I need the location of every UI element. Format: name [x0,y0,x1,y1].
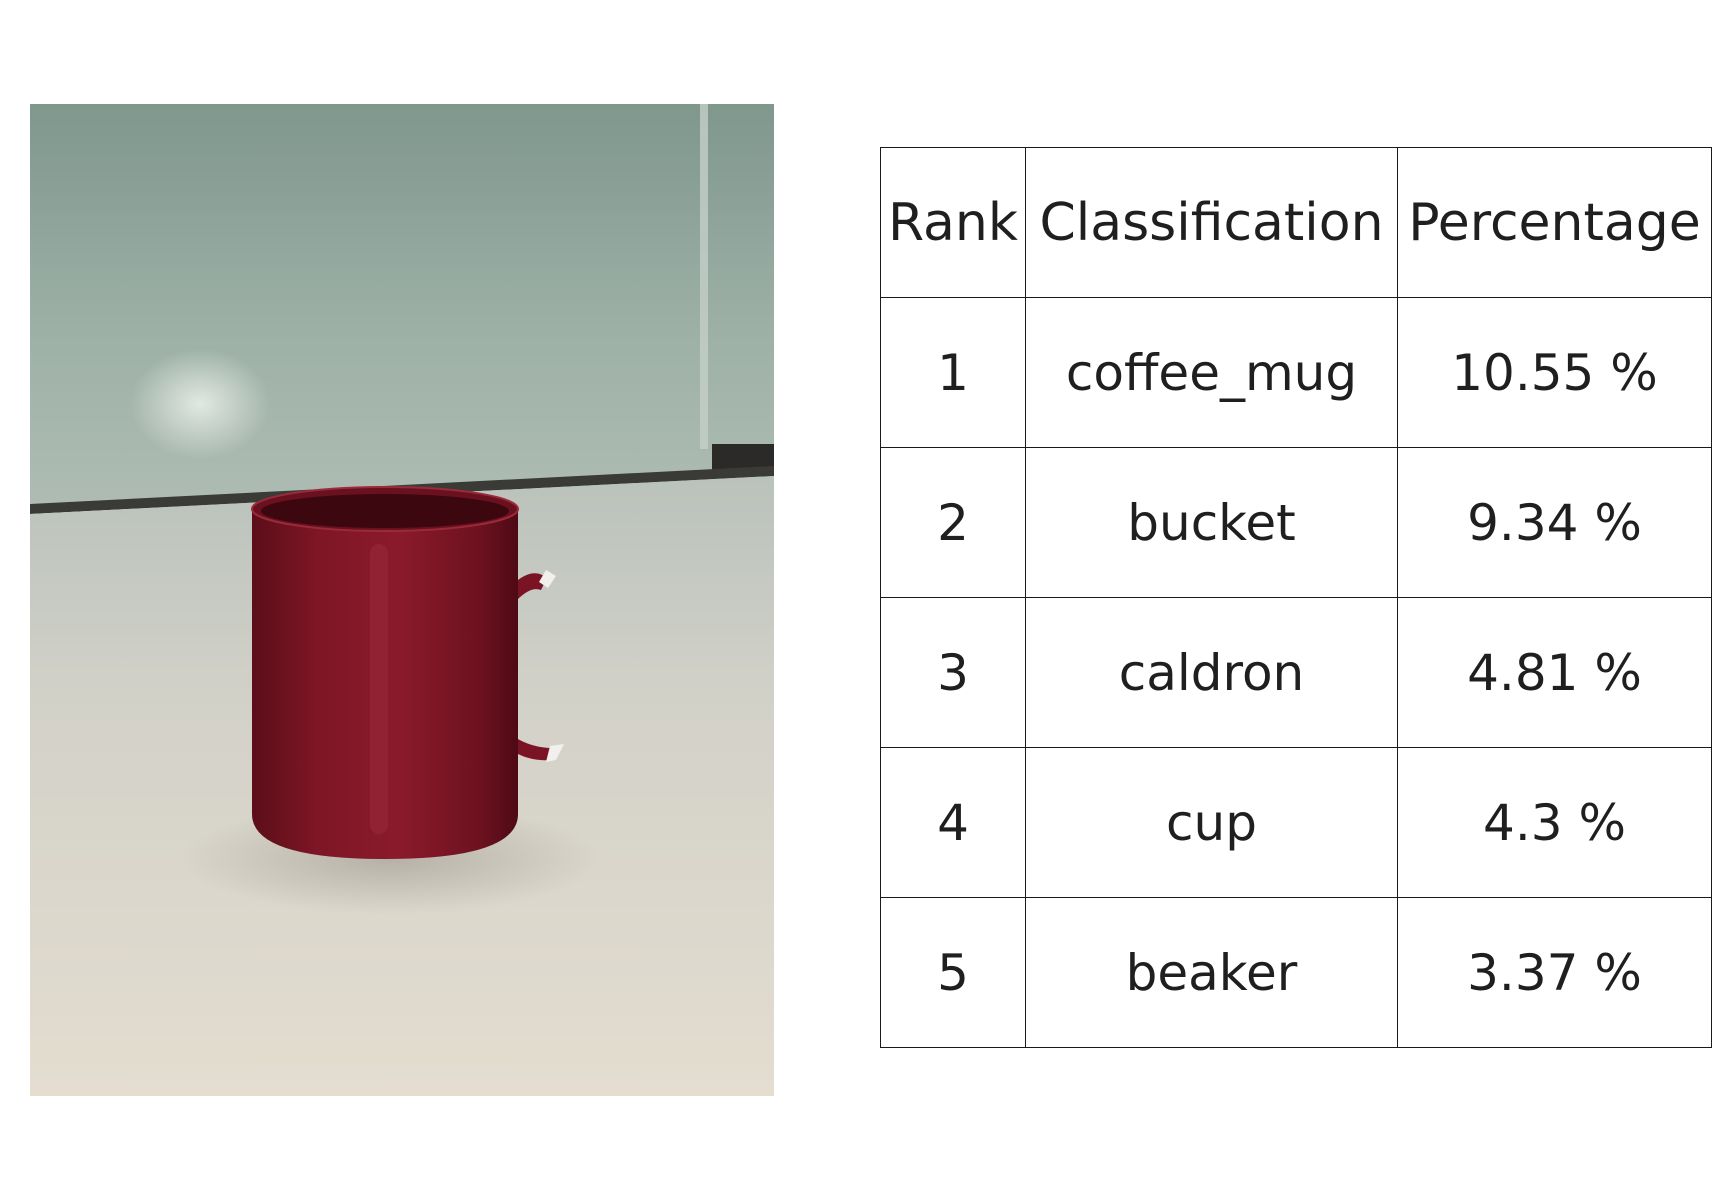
percentage-cell: 10.55 % [1397,297,1712,448]
rank-cell: 5 [880,897,1026,1048]
table-row: 4 cup 4.3 % [880,747,1712,898]
classification-cell: bucket [1025,447,1398,598]
header-classification: Classification [1025,147,1398,298]
rank-cell: 4 [880,747,1026,898]
mug-photo [30,104,774,1096]
header-rank: Rank [880,147,1026,298]
wall-glare [130,349,270,459]
header-percentage: Percentage [1397,147,1712,298]
mug-photo-svg [30,104,774,1096]
mug-handle-top [513,573,547,600]
classification-cell: coffee_mug [1025,297,1398,448]
percentage-cell: 9.34 % [1397,447,1712,598]
rank-cell: 3 [880,597,1026,748]
rank-cell: 2 [880,447,1026,598]
classification-results-table: Rank Classification Percentage 1 coffee_… [880,147,1712,1048]
table-header-row: Rank Classification Percentage [880,147,1712,298]
table-row: 2 bucket 9.34 % [880,447,1712,598]
table-row: 3 caldron 4.81 % [880,597,1712,748]
classification-cell: caldron [1025,597,1398,748]
percentage-cell: 4.81 % [1397,597,1712,748]
door-edge [700,104,708,449]
mug-handle-bottom [511,736,553,761]
mug-rim-highlight [251,486,519,532]
classification-cell: cup [1025,747,1398,898]
percentage-cell: 3.37 % [1397,897,1712,1048]
percentage-cell: 4.3 % [1397,747,1712,898]
rank-cell: 1 [880,297,1026,448]
table-row: 1 coffee_mug 10.55 % [880,297,1712,448]
mug-body [252,509,518,859]
mug-highlight [370,544,388,834]
table-row: 5 beaker 3.37 % [880,897,1712,1048]
wall [30,104,774,509]
classification-cell: beaker [1025,897,1398,1048]
mug-handle-top-break [539,570,556,588]
mug-handle-bottom-break [546,744,564,762]
mug-opening [261,494,509,528]
